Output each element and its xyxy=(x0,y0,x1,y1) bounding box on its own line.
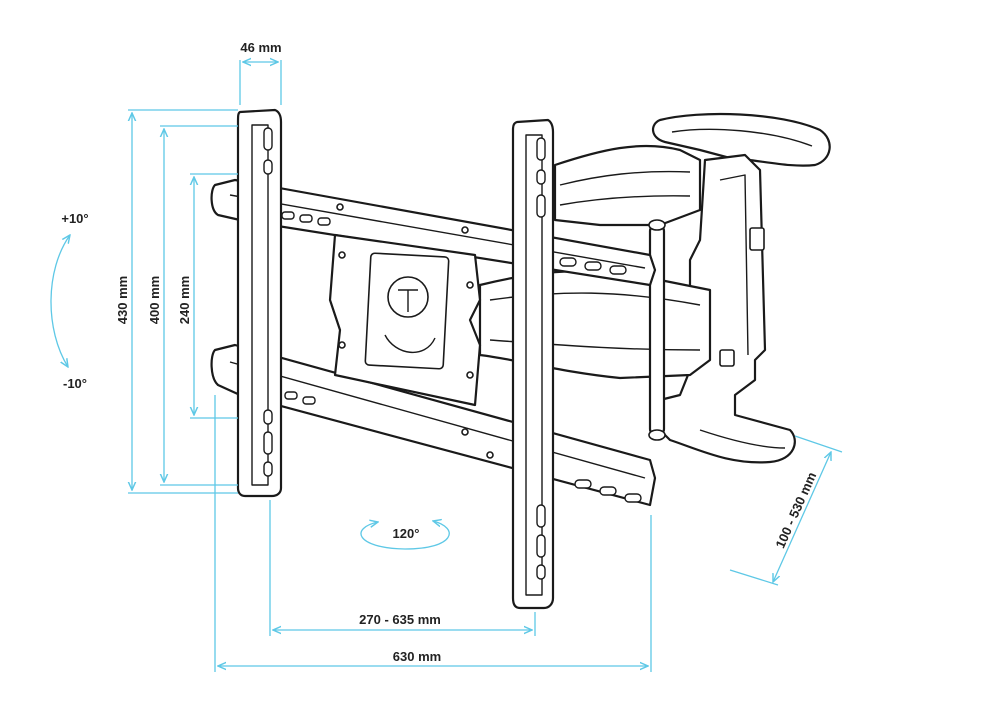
bracket-spacing-label: 270 - 635 mm xyxy=(359,612,441,627)
left-vertical-bracket xyxy=(236,108,283,498)
height-mid-label: 400 mm xyxy=(147,276,162,324)
top-width-label: 46 mm xyxy=(240,40,281,55)
wall-plate-and-arm xyxy=(210,108,831,610)
dimension-height-mid: 400 mm xyxy=(147,125,238,486)
height-inner-label: 240 mm xyxy=(177,276,192,324)
dimension-height-outer: 430 mm xyxy=(115,109,238,494)
dimension-bracket-spacing: 270 - 635 mm xyxy=(269,500,536,636)
extension-label: 100 - 530 mm xyxy=(772,470,819,551)
total-width-label: 630 mm xyxy=(393,649,441,664)
swivel-label: 120° xyxy=(393,526,420,541)
right-vertical-bracket xyxy=(511,118,555,610)
dimension-top-width: 46 mm xyxy=(239,40,282,105)
tilt-up-label: +10° xyxy=(61,211,88,226)
wall-mount-top-cap xyxy=(652,112,831,167)
dimension-total-width: 630 mm xyxy=(214,395,652,672)
tilt-down-label: -10° xyxy=(63,376,87,391)
tilt-indicator: +10° -10° xyxy=(50,211,89,391)
height-outer-label: 430 mm xyxy=(115,276,130,324)
swivel-indicator: 120° xyxy=(360,521,450,550)
dimension-height-inner: 240 mm xyxy=(177,173,238,419)
tilt-arc-icon xyxy=(50,235,70,367)
swivel-arc-icon xyxy=(360,521,450,550)
